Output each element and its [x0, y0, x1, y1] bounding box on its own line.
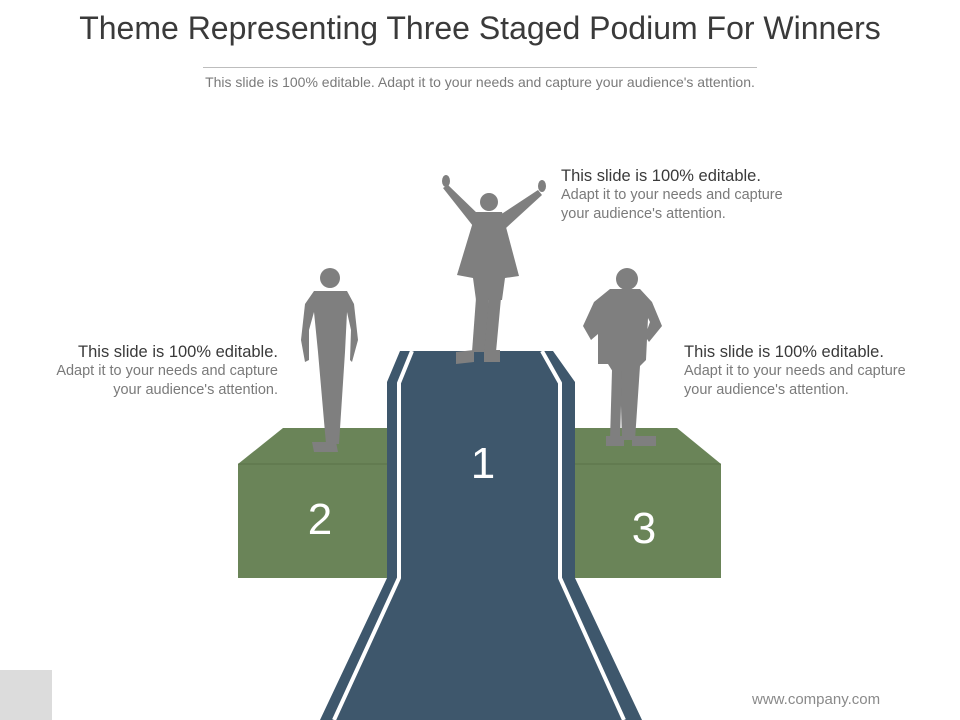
callout-first-place: This slide is 100% editable. Adapt it to…	[561, 166, 793, 224]
rank-number-first: 1	[471, 439, 495, 488]
slide-subtitle: This slide is 100% editable. Adapt it to…	[205, 74, 755, 90]
title-divider	[203, 67, 757, 68]
winner-silhouette-second	[301, 268, 358, 452]
callout-second-place: This slide is 100% editable. Adapt it to…	[46, 342, 278, 400]
callout-body: Adapt it to your needs and capture your …	[56, 363, 278, 398]
winner-silhouette-first	[442, 175, 546, 364]
callout-heading: This slide is 100% editable.	[684, 343, 884, 361]
podium-step-first	[320, 350, 642, 720]
winner-silhouette-third	[583, 268, 662, 446]
rank-number-third: 3	[632, 504, 656, 553]
slide-title: Theme Representing Three Staged Podium F…	[79, 10, 881, 46]
podium-step-third	[573, 428, 721, 578]
callout-third-place: This slide is 100% editable. Adapt it to…	[684, 342, 916, 400]
callout-body: Adapt it to your needs and capture your …	[561, 187, 783, 222]
corner-decoration	[0, 670, 52, 720]
rank-number-second: 2	[308, 495, 332, 544]
callout-heading: This slide is 100% editable.	[561, 167, 761, 185]
callout-heading: This slide is 100% editable.	[78, 343, 278, 361]
callout-body: Adapt it to your needs and capture your …	[684, 363, 906, 398]
footer-url: www.company.com	[752, 691, 881, 708]
